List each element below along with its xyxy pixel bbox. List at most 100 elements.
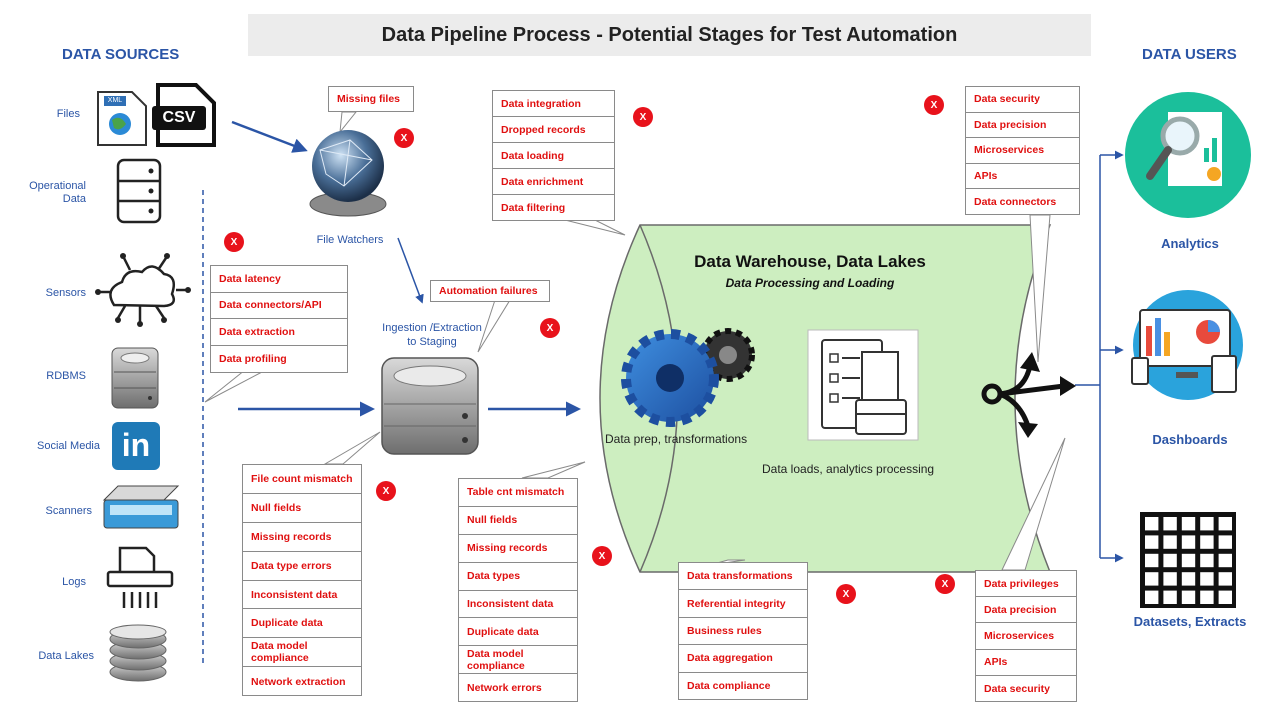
- check-item: Data type errors: [243, 552, 361, 581]
- linkedin-icon: [112, 422, 160, 470]
- failure-marker: X: [633, 107, 653, 127]
- source-label-sensors: Sensors: [45, 287, 86, 299]
- cloud-sensors-icon: [100, 257, 186, 322]
- analytics-magnifier-icon: [1125, 92, 1251, 218]
- failure-marker: X: [394, 128, 414, 148]
- check-item: Null fields: [243, 494, 361, 523]
- check-item: Data latency: [211, 266, 347, 293]
- check-item: APIs: [966, 164, 1079, 190]
- source-label-files: Files: [56, 108, 80, 120]
- check-item: Data privileges: [976, 571, 1076, 598]
- grid-cell: [1145, 572, 1159, 586]
- grid-cell: [1181, 590, 1196, 604]
- check-item: File count mismatch: [243, 465, 361, 494]
- check-item: Data enrichment: [493, 169, 614, 195]
- grid-cell: [1218, 572, 1232, 586]
- grid-cell: [1200, 590, 1214, 604]
- check-item: Referential integrity: [679, 590, 807, 618]
- check-item: Data security: [984, 682, 1050, 695]
- linkedin-logo-text: in: [121, 427, 151, 463]
- check-item: Inconsistent data: [243, 581, 361, 610]
- check-item: Data extraction: [211, 319, 347, 346]
- warehouse-title: Data Warehouse, Data Lakes: [694, 252, 926, 271]
- check-item: Data transformations: [679, 563, 807, 591]
- source-label-social-media: Social Media: [37, 440, 100, 452]
- grid-cell: [1181, 553, 1196, 568]
- check-item: Data model compliance: [243, 638, 361, 668]
- failure-marker: X: [935, 574, 955, 594]
- data-users-heading: DATA USERS: [1142, 46, 1237, 63]
- failure-marker: X: [592, 546, 612, 566]
- grid-cell: [1145, 535, 1159, 549]
- grid-cell: [1163, 590, 1177, 604]
- source-label-scanners: Scanners: [45, 505, 92, 517]
- grid-cell: [1200, 572, 1214, 586]
- scanner-icon: [102, 485, 180, 529]
- file-watchers-label: File Watchers: [316, 234, 384, 246]
- grid-cell: [1163, 553, 1177, 568]
- file-watcher-globe-icon: [309, 130, 387, 217]
- check-item: Microservices: [966, 138, 1079, 164]
- check-item: Data types: [459, 563, 577, 591]
- rdbms-server-icon: [111, 347, 159, 409]
- grid-cell: [1163, 572, 1177, 586]
- database-outline-icon: [116, 158, 162, 224]
- check-item: Data connectors: [974, 196, 1057, 209]
- diagram-title: Data Pipeline Process - Potential Stages…: [248, 14, 1091, 56]
- source-label-rdbms: RDBMS: [46, 370, 86, 382]
- grid-cell: [1181, 572, 1196, 586]
- failure-marker: X: [224, 232, 244, 252]
- check-item: Duplicate data: [459, 618, 577, 647]
- check-item: Network extraction: [251, 675, 346, 688]
- grid-cell: [1200, 553, 1214, 568]
- user-label-dashboards: Dashboards: [1152, 432, 1228, 447]
- source-label-logs: Logs: [62, 576, 86, 588]
- check-item: Table cnt mismatch: [459, 479, 577, 507]
- data-lakes-stack-icon: [109, 624, 167, 682]
- check-item: Data loading: [493, 143, 614, 169]
- data-prep-label: Data prep, transformations: [605, 432, 748, 446]
- user-label-analytics: Analytics: [1161, 236, 1219, 251]
- check-item: Data security: [966, 87, 1079, 113]
- dashboard-devices-icon: [1131, 290, 1243, 400]
- grid-cell: [1218, 590, 1232, 604]
- grid-cell: [1218, 517, 1232, 531]
- source-label-operational-data: Operational Data: [29, 180, 86, 205]
- logs-shredder-icon: [106, 546, 174, 608]
- xml-file-icon: [97, 91, 147, 146]
- check-item: Inconsistent data: [459, 591, 577, 619]
- failure-marker: X: [924, 95, 944, 115]
- check-item: Data precision: [966, 113, 1079, 139]
- check-item: Microservices: [976, 623, 1076, 650]
- check-item: Data precision: [976, 597, 1076, 624]
- data-loads-label: Data loads, analytics processing: [762, 462, 935, 476]
- grid-cell: [1163, 517, 1177, 531]
- distribution-arrows-icon: [981, 363, 1067, 429]
- ingestion-label-line1: Ingestion /Extraction: [382, 322, 482, 334]
- data-sources-heading: DATA SOURCES: [62, 46, 180, 63]
- check-item: Dropped records: [493, 117, 614, 143]
- source-label-data-lakes: Data Lakes: [38, 650, 94, 662]
- xml-badge-text: XML: [107, 97, 123, 104]
- check-item: Data connectors/API: [211, 293, 347, 319]
- grid-cell: [1200, 535, 1214, 549]
- check-item: Null fields: [459, 507, 577, 535]
- failure-marker: X: [376, 481, 396, 501]
- failure-marker: X: [540, 318, 560, 338]
- ingestion-label-line2: to Staging: [407, 336, 457, 348]
- csv-file-icon: [152, 83, 216, 147]
- callout-missing-files: Missing files: [328, 86, 414, 112]
- grid-cell: [1145, 553, 1159, 568]
- grid-cell: [1218, 553, 1232, 568]
- check-item: Data profiling: [219, 352, 287, 365]
- user-label-datasets-extracts: Datasets, Extracts: [1133, 614, 1247, 629]
- check-item: Business rules: [679, 618, 807, 646]
- grid-cell: [1200, 517, 1214, 531]
